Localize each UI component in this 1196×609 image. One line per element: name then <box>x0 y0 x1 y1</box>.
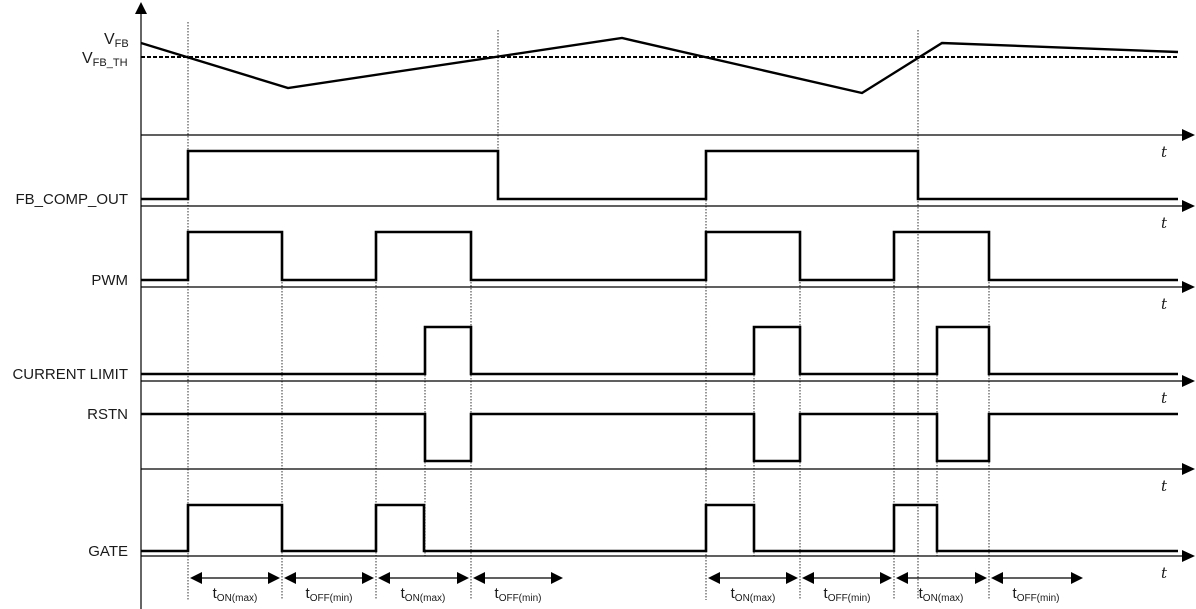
vfb-waveform <box>140 36 1179 95</box>
signal-label: FB_COMP_OUT <box>15 191 128 208</box>
arrow-left-icon <box>284 572 296 584</box>
arrow-right-icon <box>1071 572 1083 584</box>
signal-waveforms <box>141 149 1178 553</box>
signal-label: PWM <box>91 272 128 289</box>
vfb-label: VFB <box>104 31 129 50</box>
time-axis-label: t <box>1161 389 1168 407</box>
time-axis-label: t <box>1161 143 1168 161</box>
time-axis-label: t <box>1161 295 1168 313</box>
interval-label: tOFF(min) <box>495 585 542 604</box>
interval-label: tON(max) <box>213 585 258 604</box>
time-arrow-icon <box>1182 129 1195 141</box>
arrow-left-icon <box>190 572 202 584</box>
arrow-left-icon <box>896 572 908 584</box>
time-axis-label: t <box>1161 477 1168 495</box>
arrow-left-icon <box>802 572 814 584</box>
arrow-left-icon <box>378 572 390 584</box>
signal-label: GATE <box>88 543 128 560</box>
time-axes: t t t t t t <box>141 129 1195 582</box>
signal-label: CURRENT LIMIT <box>12 366 128 383</box>
signal-labels: FB_COMP_OUT PWM CURRENT LIMIT RSTN GATE <box>12 191 128 560</box>
arrow-right-icon <box>268 572 280 584</box>
interval-label: tON(max) <box>401 585 446 604</box>
signal-rstn <box>141 412 1178 463</box>
interval-label: tON(max) <box>919 585 964 604</box>
arrow-right-icon <box>362 572 374 584</box>
time-axis-label: t <box>1161 214 1168 232</box>
signal-fb-comp-out <box>141 149 1178 201</box>
interval-label: tOFF(min) <box>824 585 871 604</box>
arrow-right-icon <box>786 572 798 584</box>
arrow-right-icon <box>551 572 563 584</box>
vfb-line <box>140 36 1179 95</box>
guide-lines <box>187 22 990 600</box>
signal-current-limit <box>141 325 1178 376</box>
time-arrow-icon <box>1182 550 1195 562</box>
signal-label: RSTN <box>87 406 128 423</box>
vfb-threshold-label: VFB_TH <box>82 50 128 69</box>
vertical-axis <box>135 2 147 609</box>
time-arrow-icon <box>1182 463 1195 475</box>
arrow-right-icon <box>457 572 469 584</box>
arrow-left-icon <box>708 572 720 584</box>
interval-annotations: tON(max) tOFF(min) tON(max) tOFF(min) tON(ma… <box>190 572 1083 604</box>
signal-pwm <box>141 230 1178 282</box>
signal-gate <box>141 503 1178 553</box>
interval-label: tON(max) <box>731 585 776 604</box>
arrow-left-icon <box>473 572 485 584</box>
time-arrow-icon <box>1182 375 1195 387</box>
interval-label: tOFF(min) <box>1013 585 1060 604</box>
time-arrow-icon <box>1182 281 1195 293</box>
arrow-right-icon <box>975 572 987 584</box>
arrow-right-icon <box>880 572 892 584</box>
time-axis-label: t <box>1161 564 1168 582</box>
axis-up-arrow-icon <box>135 2 147 14</box>
time-arrow-icon <box>1182 200 1195 212</box>
interval-label: tOFF(min) <box>306 585 353 604</box>
arrow-left-icon <box>991 572 1003 584</box>
